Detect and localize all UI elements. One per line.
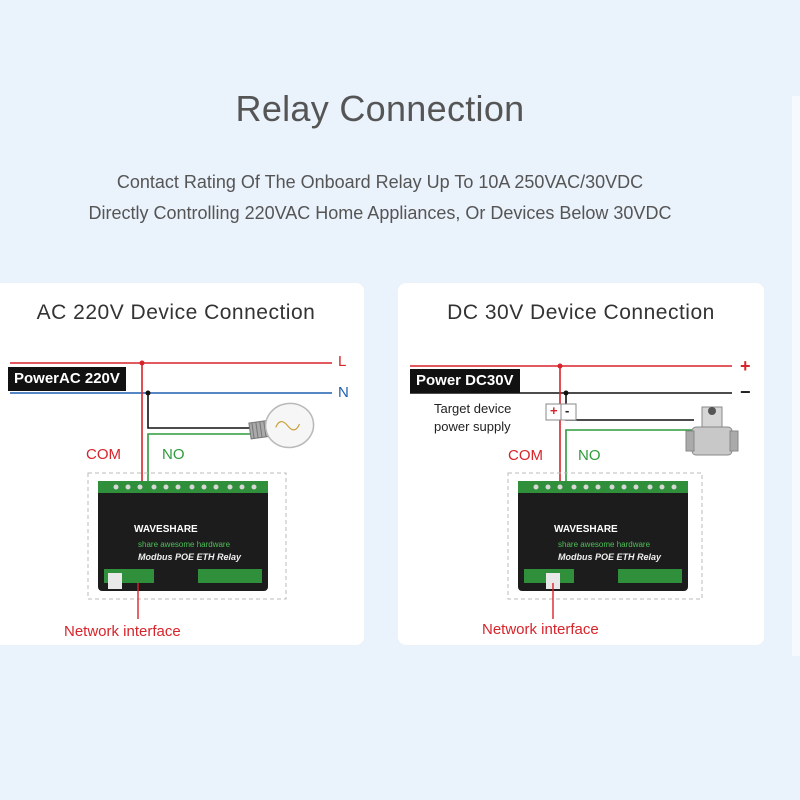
dc-supply-minus: -: [565, 403, 570, 418]
dc-no-wire: [565, 429, 694, 483]
dc-terminal-strip-bottom: [618, 569, 682, 583]
ac-wiring-diagram: [10, 360, 332, 600]
dc-relay-board: [518, 481, 688, 591]
dc-connection-card: DC 30V Device Connection: [398, 283, 764, 645]
ac-no-label: NO: [162, 446, 185, 463]
ac-board-model: Modbus POE ETH Relay: [138, 552, 242, 562]
ac-board-tagline: share awesome hardware: [138, 540, 231, 549]
ac-line-n-label: N: [338, 384, 349, 401]
dc-com-label: COM: [508, 447, 543, 464]
ac-network-pointer: [137, 583, 139, 619]
dc-terminal-screws-top: [533, 484, 677, 490]
ac-ethernet-port: [108, 573, 122, 589]
dc-power-label: Power DC30V: [410, 369, 520, 393]
dc-line-minus-label: −: [740, 382, 751, 402]
dc-board-tagline: share awesome hardware: [558, 540, 651, 549]
dc-board-brand: WAVESHARE: [554, 524, 618, 535]
ac-relay-board: [98, 481, 268, 591]
dc-line-plus-label: +: [740, 356, 751, 376]
light-bulb-icon: [248, 402, 315, 449]
page-title: Relay Connection: [235, 88, 525, 129]
next-card-edge: [792, 96, 800, 656]
page-subtitle-line1: Contact Rating Of The Onboard Relay Up T…: [116, 172, 644, 192]
ac-board-brand: WAVESHARE: [134, 524, 198, 535]
ac-board-frame: [87, 472, 287, 600]
dc-supply-plus: +: [550, 403, 558, 418]
dc-no-label: NO: [578, 447, 601, 464]
dc-negative-to-valve-wire: [565, 393, 694, 421]
dc-board-frame: [507, 472, 703, 600]
dc-terminal-strip-top: [518, 481, 688, 493]
solenoid-valve-icon: [685, 406, 739, 456]
ac-neutral-to-bulb-wire: [147, 393, 252, 429]
page-subtitle-line2: Directly Controlling 220VAC Home Applian…: [88, 203, 672, 223]
ac-network-interface-label: Network interface: [64, 623, 181, 640]
ac-no-wire: [147, 433, 252, 483]
ac-com-label: COM: [86, 446, 121, 463]
ac-terminal-strip-bottom: [198, 569, 262, 583]
dc-card-title: DC 30V Device Connection: [447, 301, 715, 324]
dc-network-interface-label: Network interface: [482, 621, 599, 638]
ac-line-l-label: L: [338, 353, 347, 370]
dc-supply-note-line1: Target device: [434, 401, 512, 416]
dc-ethernet-port: [546, 573, 560, 589]
dc-supply-note-line2: power supply: [434, 419, 511, 434]
ac-connection-card: AC 220V Device Connection: [0, 283, 364, 645]
ac-terminal-screws-top: [113, 484, 257, 490]
ac-power-label: PowerAC 220V: [8, 367, 126, 391]
ac-terminal-strip-top: [98, 481, 268, 493]
ac-card-title: AC 220V Device Connection: [36, 301, 316, 324]
dc-board-model: Modbus POE ETH Relay: [558, 552, 662, 562]
dc-wiring-diagram: [410, 363, 739, 619]
